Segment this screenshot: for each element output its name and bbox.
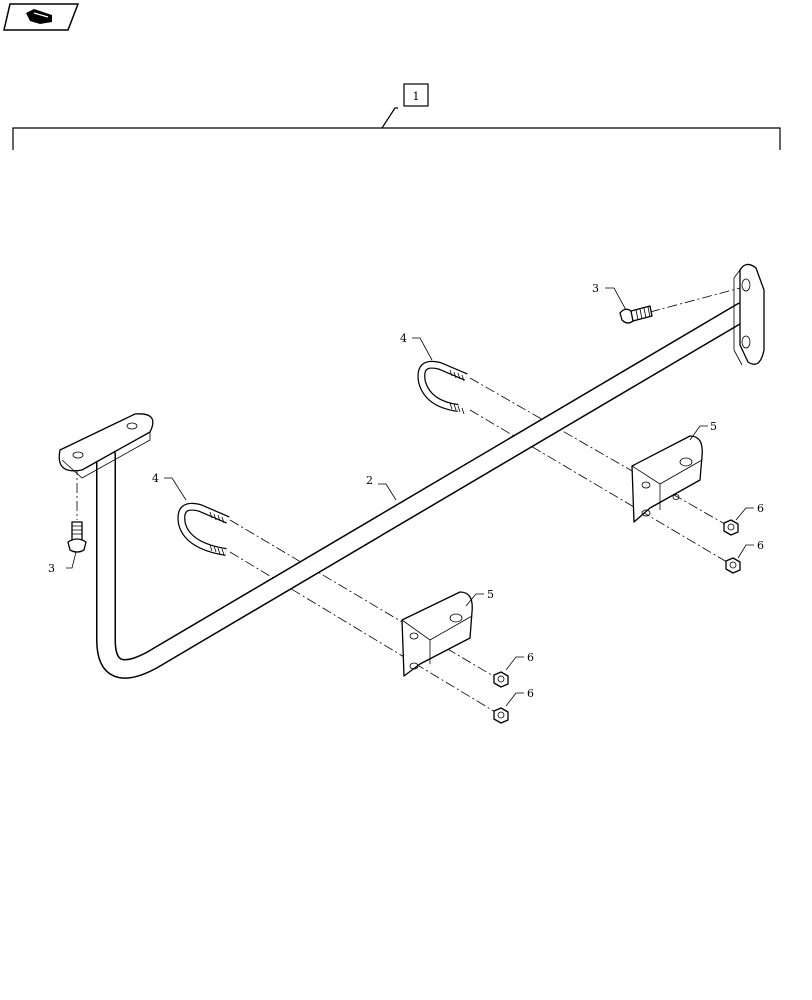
ubolt-left	[177, 502, 230, 556]
assembly-label: 1	[413, 90, 420, 103]
callout-nut-3: 6	[527, 651, 534, 664]
nut-1	[723, 519, 739, 536]
callout-ubolt-left: 4	[152, 472, 159, 485]
bolt-left	[67, 521, 87, 553]
nut-3	[493, 671, 509, 688]
hand-pointer-icon	[26, 9, 52, 24]
assembly-label-box	[403, 83, 429, 107]
bracket-left	[401, 591, 473, 677]
callout-bracket-top: 5	[710, 420, 717, 433]
rod-part	[58, 263, 765, 679]
nut-2	[725, 557, 741, 574]
bolt-top	[619, 305, 653, 324]
leader-lines	[66, 287, 754, 707]
callout-bolt-left: 3	[48, 562, 55, 575]
nav-button[interactable]	[3, 3, 80, 31]
callout-rod: 2	[366, 474, 373, 487]
callout-bolt-top: 3	[592, 282, 599, 295]
assembly-bracket: 1	[12, 83, 781, 150]
callout-nut-1: 6	[757, 502, 764, 515]
bracket-top	[631, 435, 703, 523]
ubolt-top	[417, 360, 468, 415]
callout-ubolt-top: 4	[400, 332, 407, 345]
callout-bracket-left: 5	[487, 588, 494, 601]
nut-4	[493, 707, 509, 724]
callout-nut-4: 6	[527, 687, 534, 700]
callout-nut-2: 6	[757, 539, 764, 552]
